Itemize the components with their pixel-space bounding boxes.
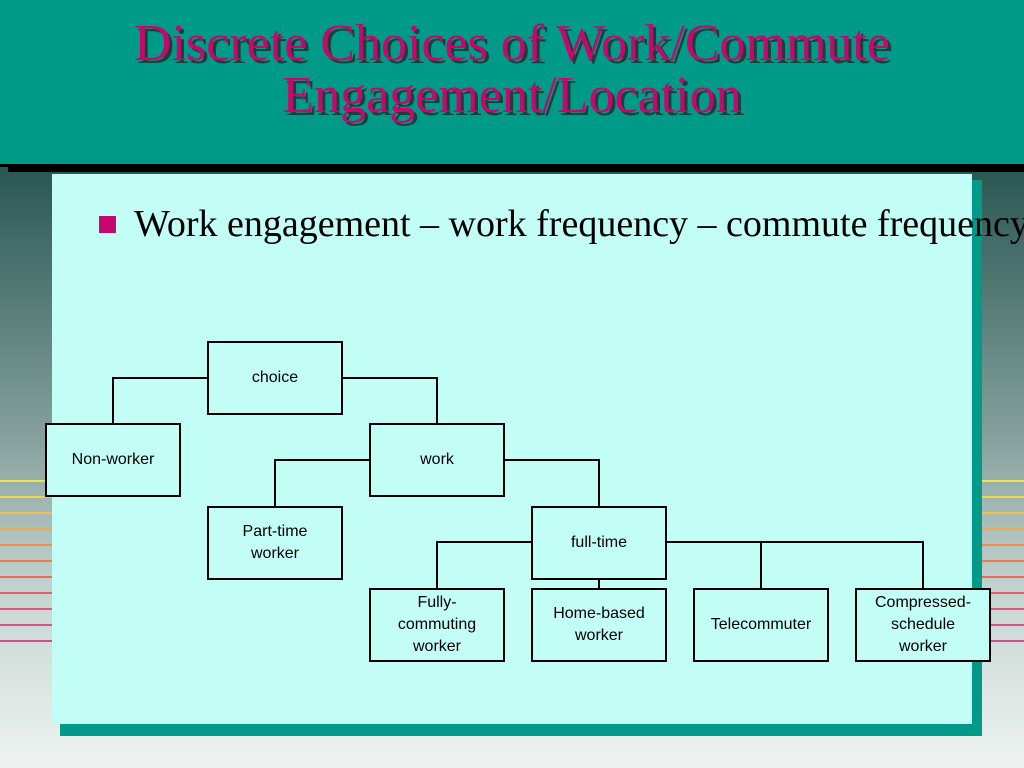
connector-work-parttime xyxy=(274,459,370,506)
connector-fulltime-fullycommuting xyxy=(436,541,532,588)
node-part-time-worker: Part-time worker xyxy=(207,506,343,580)
bullet-text: Work engagement – work frequency – commu… xyxy=(134,203,1024,245)
node-non-worker: Non-worker xyxy=(45,423,181,497)
title-line-1: Discrete Choices of Work/Commute xyxy=(134,15,890,72)
title-line-2: Engagement/Location xyxy=(282,67,742,124)
node-home-based-worker: Home-based worker xyxy=(531,588,667,662)
connector-work-fulltime xyxy=(504,459,600,506)
node-full-time: full-time xyxy=(531,506,667,580)
node-choice: choice xyxy=(207,341,343,415)
connector-choice-work xyxy=(342,377,438,423)
connector-fulltime-telecommuter xyxy=(666,541,924,588)
connector-choice-nonworker xyxy=(112,377,208,423)
bullet-square-icon xyxy=(99,216,116,233)
slide-title: Discrete Choices of Work/Commute Engagem… xyxy=(0,18,1024,122)
node-work: work xyxy=(369,423,505,497)
node-compressed-schedule-worker: Compressed- schedule worker xyxy=(855,588,991,662)
node-telecommuter: Telecommuter xyxy=(693,588,829,662)
title-bar: Discrete Choices of Work/Commute Engagem… xyxy=(0,0,1024,167)
node-fully-commuting-worker: Fully- commuting worker xyxy=(369,588,505,662)
title-bar-shadow xyxy=(8,164,1024,172)
